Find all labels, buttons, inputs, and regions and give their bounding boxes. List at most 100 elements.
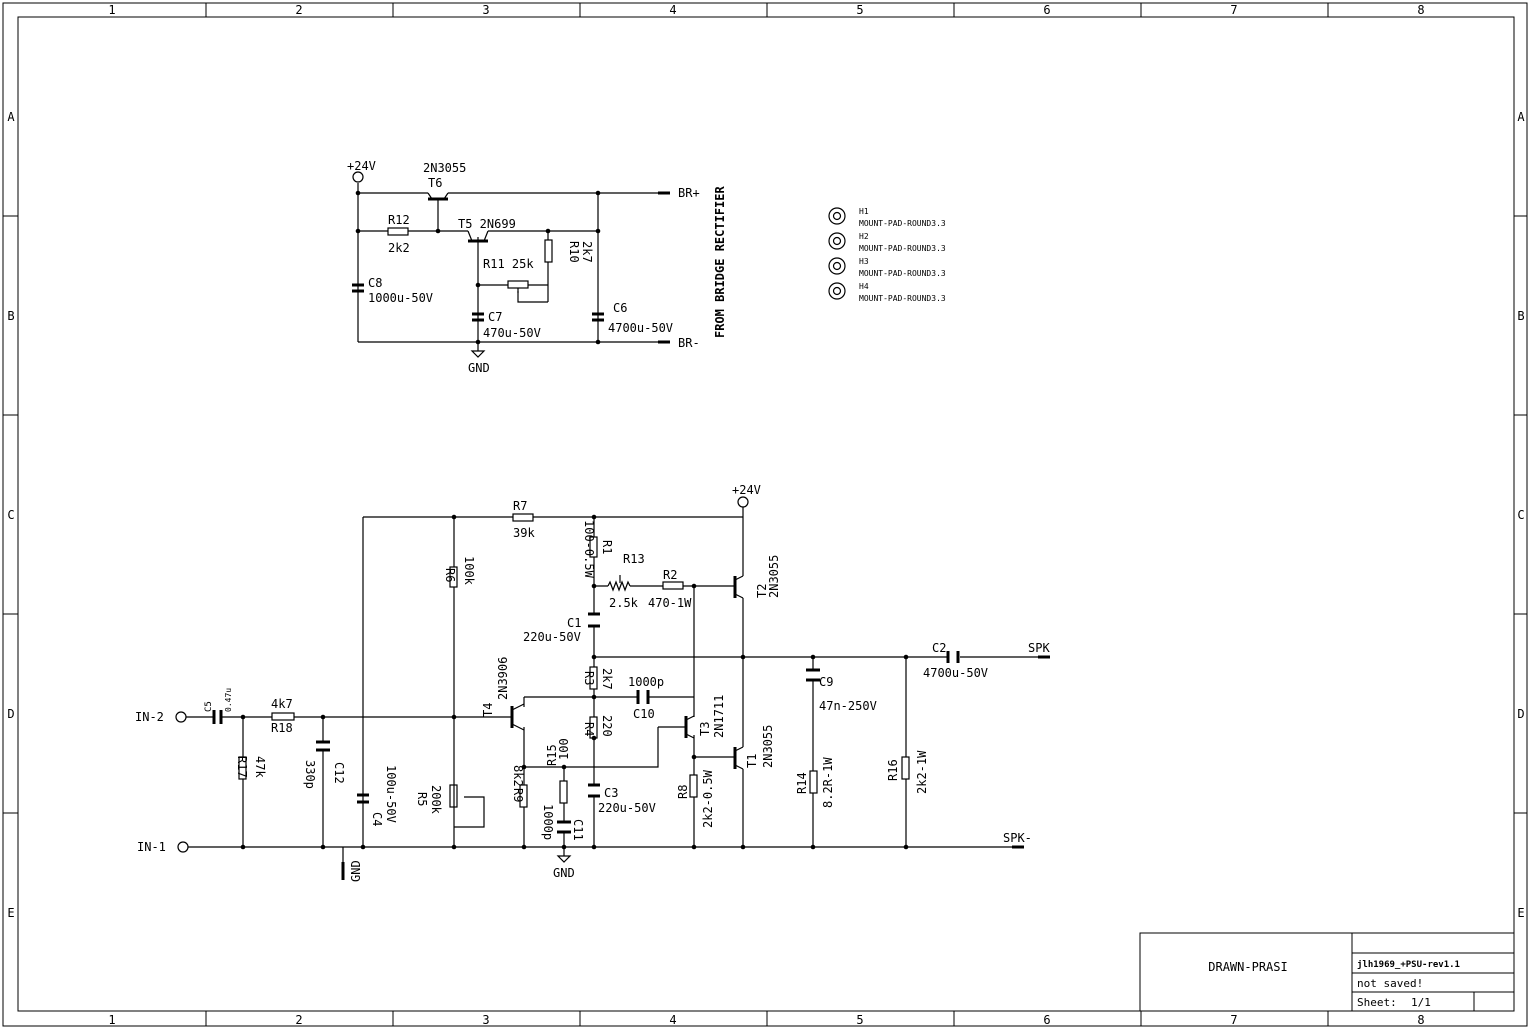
row-label-left: A [7, 110, 15, 124]
c5-ref: C5 [204, 701, 214, 712]
row-label-left: E [7, 906, 14, 920]
r5-val: 200k [429, 785, 443, 815]
r6-ref: R6 [443, 568, 457, 582]
r9-val: 8k2 [511, 765, 525, 787]
c7-ref: C7 [488, 310, 502, 324]
col-label-bottom: 4 [669, 1013, 676, 1027]
col-label-top: 5 [856, 3, 863, 17]
r18-ref: R18 [271, 721, 293, 735]
t4-part: 2N3906 [496, 657, 510, 700]
sheet-number: 1/1 [1411, 996, 1431, 1009]
amp-supply-terminal-icon [737, 496, 749, 508]
row-label-right: B [1517, 309, 1524, 323]
sheet-label: Sheet: [1357, 996, 1397, 1009]
c2-ref: C2 [932, 641, 946, 655]
c6-ref: C6 [613, 301, 627, 315]
input-1-terminal-icon [177, 841, 189, 853]
t5-label: T5 2N699 [458, 217, 516, 231]
r6-val: 100k [462, 556, 476, 586]
r18-val: 4k7 [271, 697, 293, 711]
row-label-left: D [7, 707, 14, 721]
in1-label: IN-1 [137, 840, 166, 854]
c3-ref: C3 [604, 786, 618, 800]
br-plus-label: BR+ [678, 186, 700, 200]
r2-val: 470-1W [648, 596, 692, 610]
r4-val: 220 [600, 715, 614, 737]
col-label-top: 6 [1043, 3, 1050, 17]
svg-text:MOUNT-PAD-ROUND3.3: MOUNT-PAD-ROUND3.3 [859, 219, 946, 228]
col-label-top: 7 [1230, 3, 1237, 17]
mount-pad-h3: H3 MOUNT-PAD-ROUND3.3 [828, 257, 946, 278]
svg-text:H4: H4 [859, 282, 869, 291]
row-label-right: A [1517, 110, 1525, 124]
t6-ref: T6 [428, 176, 442, 190]
r16-ref: R16 [886, 759, 900, 781]
mount-pad-h2: H2 MOUNT-PAD-ROUND3.3 [828, 232, 946, 253]
c4-val: 100u-50V [384, 765, 398, 823]
r3-ref: R3 [582, 671, 596, 685]
svg-text:MOUNT-PAD-ROUND3.3: MOUNT-PAD-ROUND3.3 [859, 244, 946, 253]
r10-ref: R10 [567, 241, 581, 263]
c5-val: 0.47u [224, 688, 233, 712]
svg-text:H1: H1 [859, 207, 869, 216]
svg-text:H2: H2 [859, 232, 869, 241]
r3-val: 2k7 [600, 668, 614, 690]
r2-ref: R2 [663, 568, 677, 582]
r15-ref: R15 [545, 744, 559, 766]
r17-ref: R17 [235, 756, 249, 778]
c10-val: 1000p [628, 675, 664, 689]
svg-text:MOUNT-PAD-ROUND3.3: MOUNT-PAD-ROUND3.3 [859, 269, 946, 278]
r7-val: 39k [513, 526, 535, 540]
r1-ref: R1 [600, 540, 614, 554]
col-label-bottom: 8 [1417, 1013, 1424, 1027]
col-label-bottom: 6 [1043, 1013, 1050, 1027]
mount-pad-h1: H1 MOUNT-PAD-ROUND3.3 [828, 207, 946, 228]
rectifier-note: FROM BRIDGE RECTIFIER [713, 186, 727, 338]
svg-text:H3: H3 [859, 257, 869, 266]
c7-val: 470u-50V [483, 326, 541, 340]
c12-val: 330p [303, 760, 317, 789]
row-label-right: C [1517, 508, 1524, 522]
r10-val: 2k7 [580, 241, 594, 263]
c12-ref: C12 [332, 762, 346, 784]
r17-val: 47k [253, 756, 267, 778]
psu-section: +24V 2N3055 T6 T5 2N699 R12 2k2 R10 2k7 … [347, 159, 727, 375]
r16-val: 2k2-1W [915, 750, 929, 794]
drawn-by: DRAWN-PRASI [1208, 960, 1287, 974]
psu-supply-label: +24V [347, 159, 376, 173]
c11-ref: C11 [571, 819, 585, 841]
br-minus-label: BR- [678, 336, 700, 350]
c1-ref: C1 [567, 616, 581, 630]
t4-ref: T4 [481, 703, 495, 717]
col-label-bottom: 5 [856, 1013, 863, 1027]
col-label-bottom: 3 [482, 1013, 489, 1027]
r1-val: 100-0.5W [582, 520, 596, 579]
c11-val: 1000p [541, 804, 555, 840]
input-2-terminal-icon [175, 711, 187, 723]
psu-gnd-label: GND [468, 361, 490, 375]
spk-plus-label: SPK [1028, 641, 1050, 655]
r15-val: 100 [557, 738, 571, 760]
row-label-right: D [1517, 707, 1524, 721]
r13-ref: R13 [623, 552, 645, 566]
c2-val: 4700u-50V [923, 666, 988, 680]
t1-part: 2N3055 [761, 725, 775, 768]
row-label-right: E [1517, 906, 1524, 920]
spk-minus-label: SPK- [1003, 831, 1032, 845]
row-label-left: B [7, 309, 14, 323]
t2-ref: T2 [755, 584, 769, 598]
col-label-top: 8 [1417, 3, 1424, 17]
r7-ref: R7 [513, 499, 527, 513]
supply-terminal-icon [352, 171, 364, 183]
c3-val: 220u-50V [598, 801, 656, 815]
c6-val: 4700u-50V [608, 321, 673, 335]
amp-gnd-label-a: GND [349, 860, 363, 882]
r14-val: 8.2R-1W [821, 757, 835, 808]
t3-ref: T3 [698, 722, 712, 736]
r14-ref: R14 [795, 772, 809, 794]
amp-gnd-label-b: GND [553, 866, 575, 880]
r9-ref: R9 [511, 788, 525, 802]
col-label-top: 1 [108, 3, 115, 17]
